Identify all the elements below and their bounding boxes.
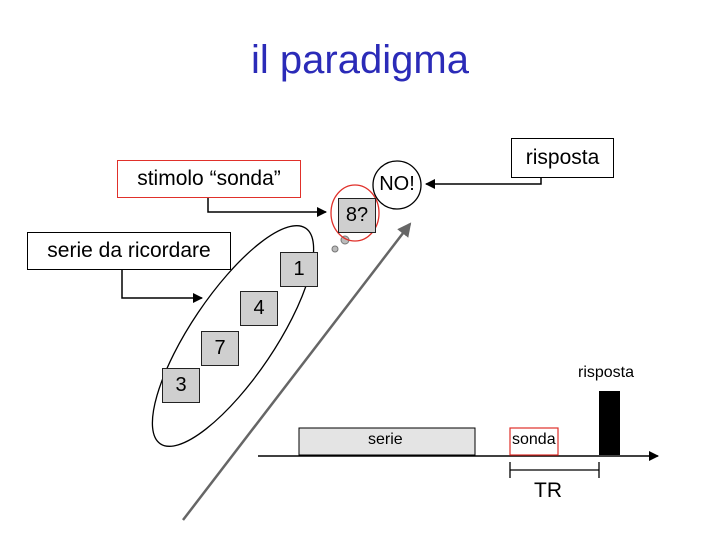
rt-label: TR [534,479,562,502]
memory-set-ellipse [151,225,315,447]
probe-digit-box: 8? [338,198,376,233]
answer-bubble [372,160,422,210]
series-bar [298,427,476,456]
memory-set-label: serie da ricordare [27,232,231,270]
response-spike [599,391,620,455]
page-title: il paradigma [251,38,469,82]
series-label: serie [368,431,403,448]
probe-bar [509,427,559,456]
response-top-label: risposta [511,138,614,178]
probe-connector [207,197,327,217]
digit-box-1: 1 [280,252,318,287]
digit-box-3: 3 [162,368,200,403]
time-arrow [182,222,412,521]
probe-highlight-ellipse [330,184,380,242]
answer-text: NO! [379,173,415,195]
response-timeline-label: risposta [578,364,635,381]
digit-box-4: 4 [240,291,278,326]
response-connector [425,178,542,189]
probe-label: sonda [512,431,556,448]
probe-stimulus-label: stimolo “sonda” [117,160,301,198]
bubble-dot-small [331,245,339,253]
memory-connector [121,268,203,303]
digit-box-7: 7 [201,331,239,366]
